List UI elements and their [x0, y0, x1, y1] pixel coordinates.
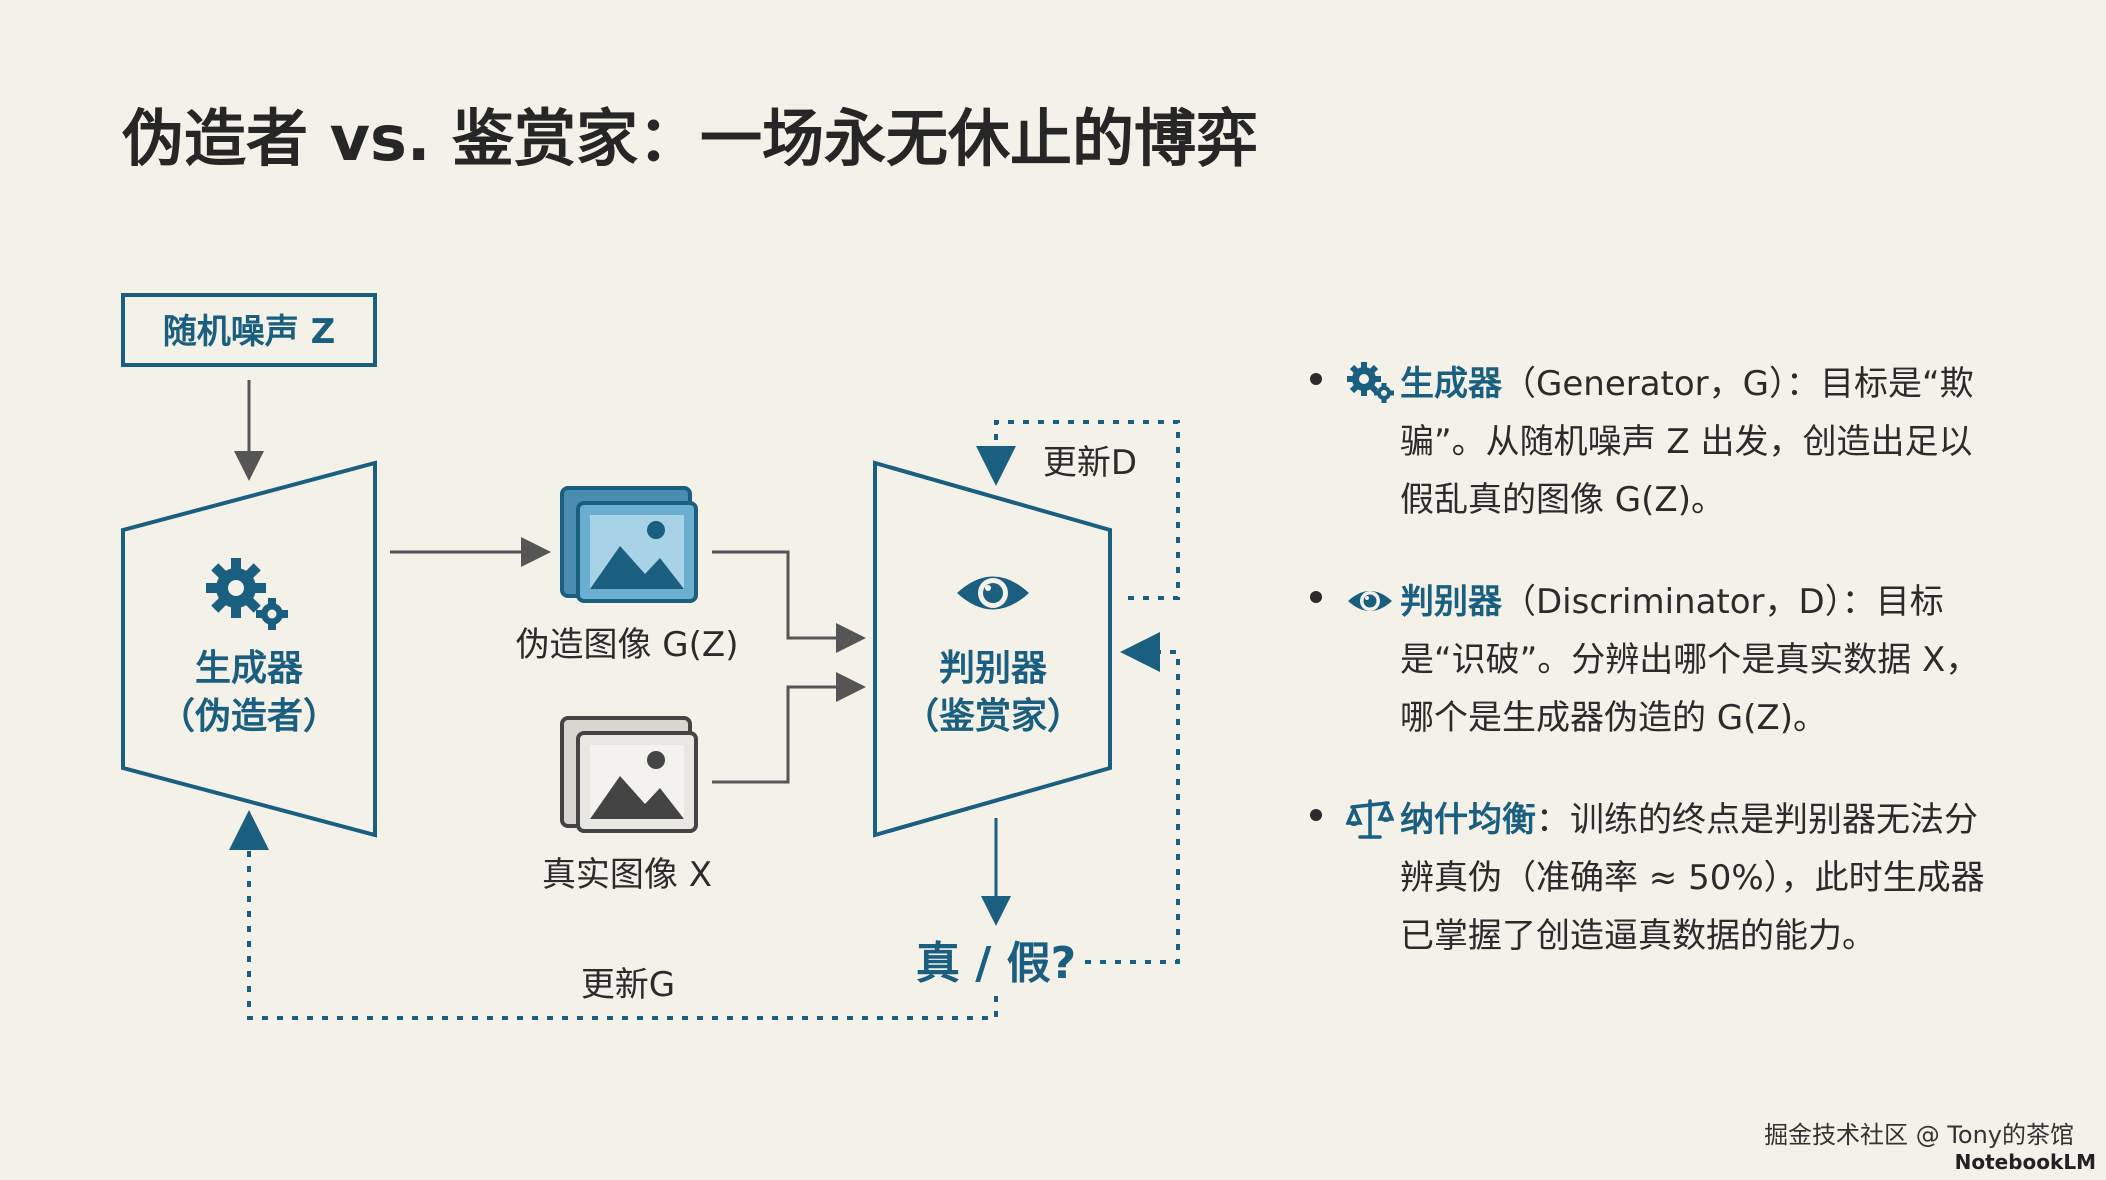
balance-scale-icon: [1346, 799, 1394, 839]
real-image-label: 真实图像 X: [542, 855, 712, 895]
bullet-generator-body: （Generator，G）：目标是“欺骗”。从随机噪声 Z 出发，创造出足以假乱…: [1400, 364, 1974, 520]
real-image-icon: [560, 716, 698, 833]
eye-icon: [1348, 591, 1392, 611]
update-g-loop: [229, 810, 998, 1020]
eye-icon: [957, 576, 1029, 610]
bullet-list: 生成器（Generator，G）：目标是“欺骗”。从随机噪声 Z 出发，创造出足…: [1310, 355, 2000, 1009]
bullet-generator-term: 生成器: [1400, 364, 1502, 404]
bullet-discriminator-term: 判别器: [1400, 582, 1502, 622]
fake-image-label: 伪造图像 G(Z): [516, 625, 739, 665]
page-title: 伪造者 vs. 鉴赏家：一场永无休止的博弈: [122, 102, 1259, 175]
gears-icon: [206, 558, 288, 630]
bullet-nash-body: ：训练的终点是判别器无法分辨真伪（准确率 ≈ 50%），此时生成器已掌握了创造逼…: [1400, 800, 1985, 956]
generator-label: 生成器: [195, 648, 304, 689]
bullet-dot: [1310, 591, 1322, 603]
watermark-text: 掘金技术社区 @ Tony的茶馆: [1764, 1121, 2074, 1149]
update-g-label: 更新G: [581, 965, 675, 1005]
bullet-generator-text: 生成器（Generator，G）：目标是“欺骗”。从随机噪声 Z 出发，创造出足…: [1400, 355, 2000, 529]
noise-label: 随机噪声 Z: [163, 312, 336, 352]
noise-box: 随机噪声 Z: [121, 293, 377, 367]
bullet-nash-text: 纳什均衡：训练的终点是判别器无法分辨真伪（准确率 ≈ 50%），此时生成器已掌握…: [1400, 791, 2000, 965]
update-d-loop-top: [976, 420, 1180, 600]
output-label: 真 / 假?: [916, 938, 1076, 989]
bullet-discriminator-text: 判别器（Discriminator，D）：目标是“识破”。分辨出哪个是真实数据 …: [1400, 573, 2000, 747]
bullet-nash: 纳什均衡：训练的终点是判别器无法分辨真伪（准确率 ≈ 50%），此时生成器已掌握…: [1310, 791, 2000, 965]
bullet-discriminator: 判别器（Discriminator，D）：目标是“识破”。分辨出哪个是真实数据 …: [1310, 573, 2000, 747]
fake-to-discriminator-arrow: [712, 550, 866, 653]
discriminator-label: 判别器: [939, 648, 1048, 689]
gears-icon: [1347, 362, 1394, 403]
bullet-dot: [1310, 809, 1322, 821]
fake-image-icon: [560, 486, 698, 603]
notebooklm-brand: NotebookLM: [1954, 1150, 2096, 1174]
generator-sublabel: （伪造者）: [159, 696, 339, 737]
real-to-discriminator-arrow: [712, 672, 866, 784]
bullet-dot: [1310, 373, 1322, 385]
generator-block: 生成器 （伪造者）: [121, 460, 377, 838]
bullet-nash-term: 纳什均衡: [1400, 800, 1536, 840]
discriminator-block: 判别器 （鉴赏家）: [873, 460, 1112, 838]
bullet-discriminator-body: （Discriminator，D）：目标是“识破”。分辨出哪个是真实数据 X，哪…: [1400, 582, 1980, 738]
update-d-loop-bottom: [1085, 632, 1180, 964]
bullet-generator: 生成器（Generator，G）：目标是“欺骗”。从随机噪声 Z 出发，创造出足…: [1310, 355, 2000, 529]
discriminator-sublabel: （鉴赏家）: [903, 696, 1083, 737]
update-d-label: 更新D: [1043, 443, 1137, 483]
